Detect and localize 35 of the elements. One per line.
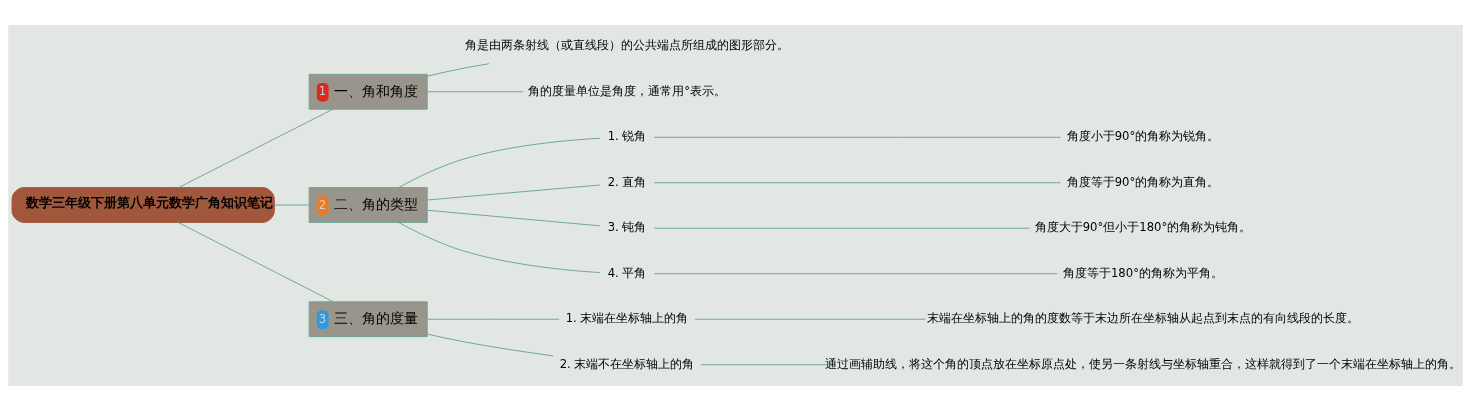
node-text: 1. 末端在坐标轴上的角 (565, 310, 689, 325)
node-text: 角的度量单位是角度，通常用°表示。 (528, 83, 727, 98)
node-text: 角度等于90°的角称为直角。 (1066, 174, 1220, 189)
node-text: 3. 钝角 (607, 219, 647, 234)
connector (694, 318, 926, 320)
node-text: 2. 直角 (607, 174, 647, 189)
connector (427, 318, 560, 320)
connector (427, 184, 601, 200)
node-text: 4. 平角 (607, 265, 647, 280)
node-text: 角度等于180°的角称为平角。 (1062, 265, 1223, 280)
connector (398, 221, 601, 273)
connector (274, 204, 310, 205)
node-text: 角度小于90°的角称为锐角。 (1066, 128, 1220, 143)
node-text: 角是由两条射线（或直线段）的公共端点所组成的图形部分。 (465, 37, 790, 52)
node-text: 角度大于90°但小于180°的角称为钝角。 (1034, 219, 1252, 234)
node-box: 3 三、角的度量 (308, 300, 428, 337)
node-text: 末端在坐标轴上的角的度数等于末边所在坐标轴从起点到末点的有向线段的长度。 (926, 310, 1359, 325)
node-text: 1. 锐角 (607, 128, 647, 143)
connector (426, 62, 490, 77)
connector (427, 209, 601, 226)
node-box: 2 二、角的类型 (308, 186, 428, 223)
connector (653, 227, 1031, 229)
connector (427, 90, 524, 92)
node-text: 2. 末端不在坐标轴上的角 (559, 356, 695, 371)
connector (653, 272, 1058, 274)
connector (427, 333, 554, 356)
connector (398, 137, 601, 188)
node-box: 数学三年级下册第八单元数学广角知识笔记 (11, 186, 275, 223)
node-box: 1 一、角和角度 (308, 73, 428, 110)
connector (700, 363, 828, 365)
connector (177, 221, 334, 302)
connector (653, 136, 1061, 138)
connector (178, 108, 334, 188)
connector (653, 181, 1061, 183)
node-text: 通过画辅助线，将这个角的顶点放在坐标原点处，使另一条射线与坐标轴重合，这样就得到了一个末端在坐标轴上的角。 (824, 356, 1461, 371)
